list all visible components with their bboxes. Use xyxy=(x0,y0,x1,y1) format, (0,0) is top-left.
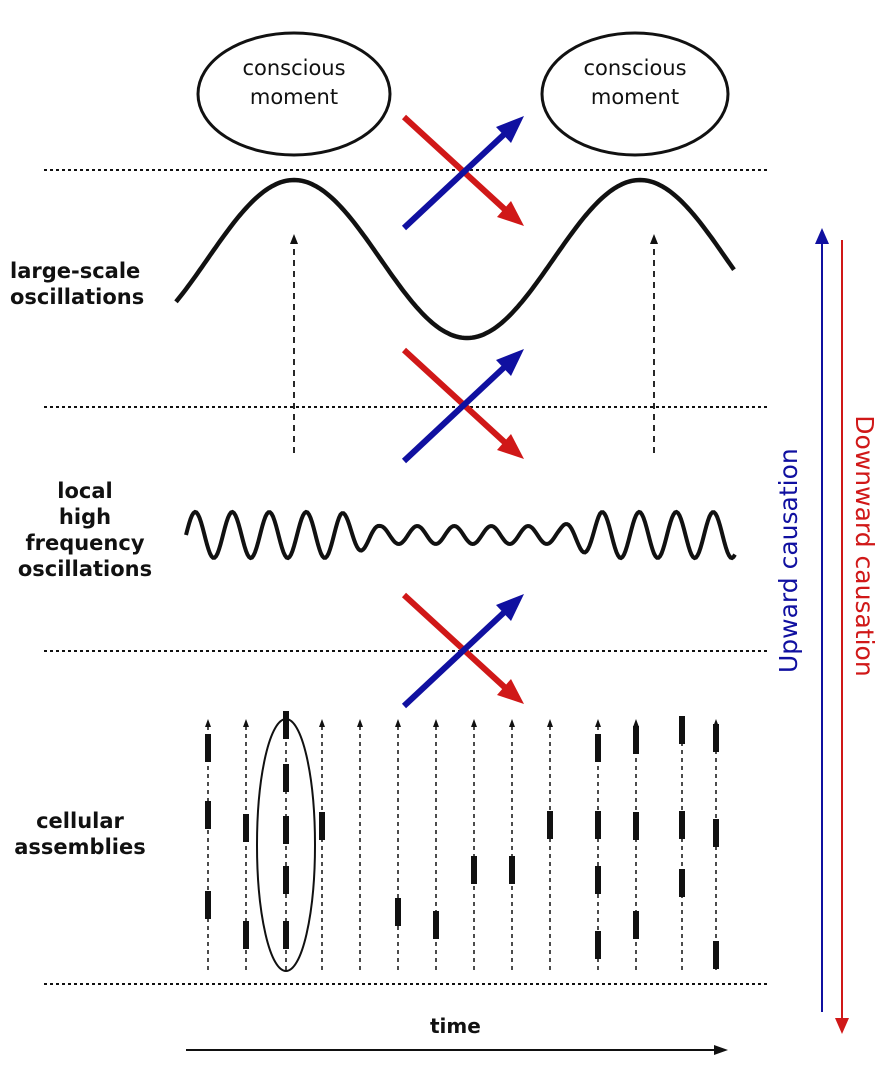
time-label: time xyxy=(430,1014,481,1038)
spike-mark xyxy=(679,869,685,897)
downward-causation-arrow xyxy=(835,240,849,1034)
assembly-column-arrowhead xyxy=(633,719,639,727)
crossing-arrows-bottom xyxy=(401,592,524,709)
spike-mark xyxy=(679,811,685,839)
high-frequency-wave xyxy=(184,509,737,561)
spike-mark xyxy=(595,931,601,959)
spike-mark xyxy=(595,866,601,894)
spike-mark xyxy=(243,921,249,949)
peak-arrowhead-left xyxy=(290,234,298,244)
upward-causation-arrow xyxy=(815,228,829,1012)
spike-mark xyxy=(283,866,289,894)
spike-mark xyxy=(283,764,289,792)
level-separators xyxy=(44,169,768,985)
assembly-column-arrowhead xyxy=(595,719,601,727)
upward-causation-label: Upward causation xyxy=(774,448,803,673)
spike-mark xyxy=(319,812,325,840)
conscious-moment-ellipse-right xyxy=(540,31,730,157)
spike-mark xyxy=(433,911,439,939)
spike-mark xyxy=(595,811,601,839)
spike-mark xyxy=(713,941,719,969)
spike-mark xyxy=(547,811,553,839)
assembly-column-arrowhead xyxy=(357,719,363,727)
spike-mark xyxy=(243,814,249,842)
downward-causation-label: Downward causation xyxy=(850,415,879,677)
spike-mark xyxy=(713,724,719,752)
spike-mark xyxy=(205,891,211,919)
assembly-column-arrowhead xyxy=(433,719,439,727)
spike-mark xyxy=(471,856,477,884)
peak-arrowhead-right xyxy=(650,234,658,244)
spike-mark xyxy=(595,734,601,762)
large-scale-oscillations-label: large-scale oscillations xyxy=(10,259,145,309)
assembly-column-arrowhead xyxy=(205,719,211,727)
spike-mark xyxy=(283,816,289,844)
spike-mark xyxy=(633,911,639,939)
time-axis-arrow xyxy=(186,1045,728,1055)
spike-mark xyxy=(205,801,211,829)
conscious-moment-ellipse-left xyxy=(196,31,392,157)
conscious-moment-label-right: conscious moment xyxy=(583,56,687,109)
spike-mark xyxy=(679,716,685,744)
large-scale-wave xyxy=(174,177,736,341)
crossing-arrows-middle xyxy=(401,347,524,464)
assembly-column-arrowhead xyxy=(547,719,553,727)
assembly-highlight-ellipse xyxy=(256,718,316,972)
spike-mark xyxy=(713,819,719,847)
peak-dashed-arrows xyxy=(293,242,655,453)
spike-mark xyxy=(633,812,639,840)
conscious-moment-label-left: conscious moment xyxy=(242,56,346,109)
spike-mark xyxy=(395,898,401,926)
spike-mark xyxy=(283,921,289,949)
spike-mark xyxy=(205,734,211,762)
spike-mark xyxy=(509,856,515,884)
assembly-column-arrowhead xyxy=(509,719,515,727)
crossing-arrows-top xyxy=(401,114,524,231)
local-high-frequency-label: local high frequency oscillations xyxy=(17,479,153,581)
assembly-column-arrowhead xyxy=(395,719,401,727)
spike-mark xyxy=(633,726,639,754)
cellular-raster xyxy=(205,711,719,970)
spike-mark xyxy=(283,711,289,739)
assembly-column-arrowhead xyxy=(243,719,249,727)
cellular-assemblies-label: cellular assemblies xyxy=(14,809,146,859)
assembly-column-arrowhead xyxy=(319,719,325,727)
assembly-column-arrowhead xyxy=(471,719,477,727)
